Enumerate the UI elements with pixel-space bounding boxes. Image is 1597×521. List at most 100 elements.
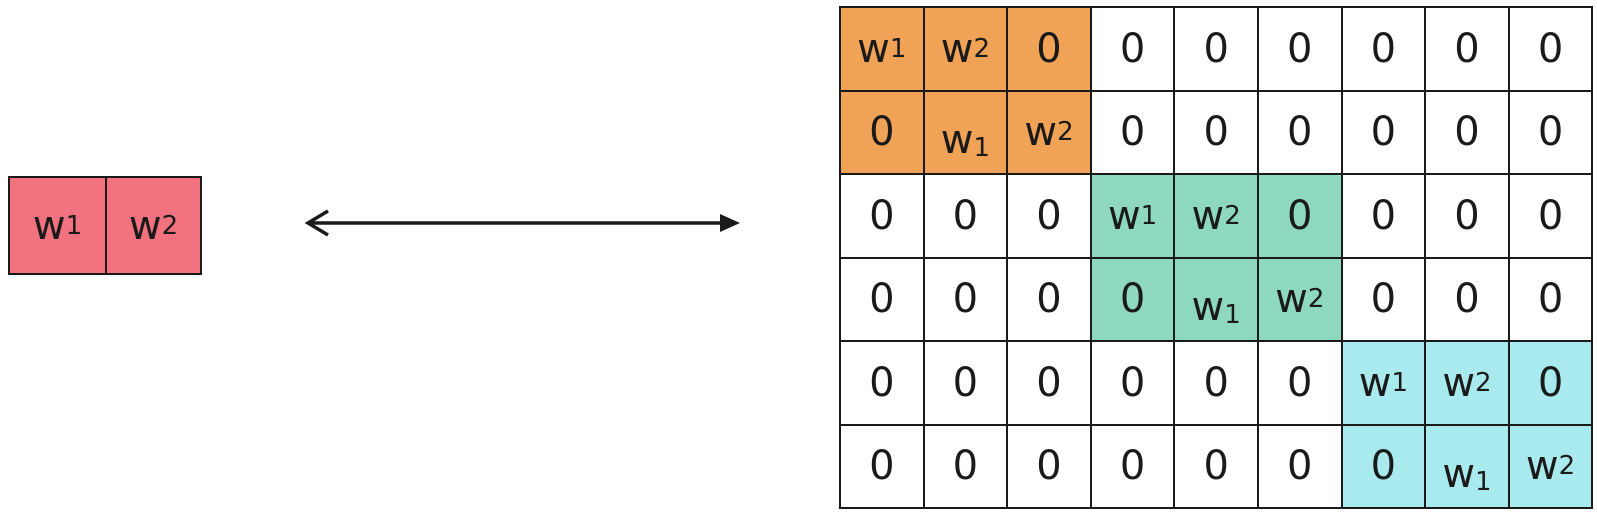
matrix-cell: 0 xyxy=(1258,342,1343,426)
matrix-cell: 0 xyxy=(1008,175,1092,259)
matrix-cell-subscript: 1 xyxy=(1391,367,1408,398)
matrix-cell: 0 xyxy=(1008,425,1092,509)
matrix-cell-subscript: 2 xyxy=(973,33,991,64)
matrix-cell-base: 0 xyxy=(1203,359,1229,406)
matrix-cell-base: 0 xyxy=(1454,192,1480,239)
matrix-cell-subscript: 2 xyxy=(1558,451,1576,482)
matrix-cell-base: 0 xyxy=(1287,109,1313,156)
matrix-cell: 0 xyxy=(924,342,1009,426)
matrix-cell: 0 xyxy=(1258,8,1343,92)
double-headed-arrow xyxy=(304,209,740,237)
matrix-cell: 0 xyxy=(1426,91,1510,175)
matrix-cell-subscript: 2 xyxy=(1224,200,1241,231)
matrix-cell: 0 xyxy=(1342,175,1427,259)
matrix-cell: 0 xyxy=(1342,91,1427,175)
matrix-cell-base: w xyxy=(1191,284,1225,330)
matrix-cell-base: 0 xyxy=(1287,192,1313,239)
matrix-cell: 0 xyxy=(1091,91,1176,175)
matrix-cell-base: 0 xyxy=(1454,276,1480,323)
matrix-cell-base: 0 xyxy=(1287,25,1313,72)
matrix-cell-base: w xyxy=(940,117,974,163)
matrix-cell: 0 xyxy=(1175,91,1259,175)
kernel-cell-subscript: 2 xyxy=(161,210,179,241)
arrow-head-left xyxy=(304,209,329,237)
matrix-cell-base: w xyxy=(1275,276,1308,323)
matrix-cell: 0 xyxy=(1008,8,1092,92)
matrix-cell-base: 0 xyxy=(1370,25,1397,72)
matrix-cell: 0 xyxy=(1091,425,1176,509)
matrix-cell: 0 xyxy=(924,258,1009,342)
matrix-cell-base: 0 xyxy=(1537,276,1564,323)
matrix-cell: 0 xyxy=(1091,258,1176,342)
matrix-cell-base: w xyxy=(940,25,974,72)
matrix-cell: 0 xyxy=(1342,425,1427,509)
matrix-cell-subscript: 2 xyxy=(1307,284,1325,315)
matrix-cell: 0 xyxy=(1509,8,1594,92)
matrix-cell-base: 0 xyxy=(869,359,895,406)
matrix-cell-base: 0 xyxy=(952,192,979,239)
matrix-cell: 0 xyxy=(1509,342,1594,426)
matrix-cell-base: 0 xyxy=(869,276,895,323)
matrix-cell: 0 xyxy=(1426,258,1510,342)
matrix-cell: 0 xyxy=(1509,258,1594,342)
matrix-cell: 0 xyxy=(1175,8,1259,92)
matrix-cell: 0 xyxy=(841,175,925,259)
matrix-cell-base: 0 xyxy=(1537,192,1564,239)
matrix-cell-base: 0 xyxy=(1203,443,1229,490)
matrix-cell-subscript: 1 xyxy=(973,133,991,163)
matrix-cell: 0 xyxy=(1258,175,1343,259)
matrix-cell: 0 xyxy=(1426,8,1510,92)
matrix-cell: 0 xyxy=(841,342,925,426)
matrix-cell-base: 0 xyxy=(869,109,895,156)
matrix-cell-base: w xyxy=(1442,359,1476,406)
matrix-cell-base: w xyxy=(857,25,890,72)
matrix-cell: 0 xyxy=(924,425,1009,509)
matrix-cell: 0 xyxy=(1342,258,1427,342)
matrix-cell-base: 0 xyxy=(1287,359,1313,406)
matrix-cell-base: 0 xyxy=(1036,276,1062,323)
matrix-cell: 0 xyxy=(841,425,925,509)
matrix-cell-base: 0 xyxy=(1036,25,1062,72)
matrix-cell-base: 0 xyxy=(1370,192,1397,239)
matrix-cell-base: 0 xyxy=(1537,109,1564,156)
matrix-cell: 0 xyxy=(1008,342,1092,426)
matrix-cell-subscript: 1 xyxy=(889,33,907,64)
matrix-cell-base: 0 xyxy=(1454,25,1480,72)
matrix-cell: 0 xyxy=(1258,425,1343,509)
matrix-cell-base: 0 xyxy=(1036,443,1062,490)
matrix-cell-base: 0 xyxy=(1537,25,1564,72)
kernel-cell-base: w xyxy=(128,202,162,249)
matrix-cell-base: w xyxy=(1024,109,1058,156)
matrix-cell: 0 xyxy=(1008,258,1092,342)
matrix-cell-base: w xyxy=(1442,451,1476,497)
matrix-cell-base: 0 xyxy=(1454,109,1480,156)
matrix-cell: 0 xyxy=(1509,91,1594,175)
matrix-cell-subscript: 2 xyxy=(1475,367,1492,398)
matrix-cell-base: w xyxy=(1358,359,1392,406)
matrix-cell: 0 xyxy=(1509,175,1594,259)
matrix-cell: 0 xyxy=(841,91,925,175)
matrix-cell: 0 xyxy=(1175,425,1259,509)
matrix-cell-subscript: 1 xyxy=(1475,467,1492,497)
matrix-cell-base: w xyxy=(1107,192,1141,239)
kernel-cell-subscript: 1 xyxy=(65,210,83,241)
matrix-cell-base: 0 xyxy=(1036,192,1062,239)
matrix-cell-base: 0 xyxy=(1119,276,1146,323)
matrix-cell: 0 xyxy=(924,175,1009,259)
matrix-cell-base: 0 xyxy=(1119,359,1146,406)
